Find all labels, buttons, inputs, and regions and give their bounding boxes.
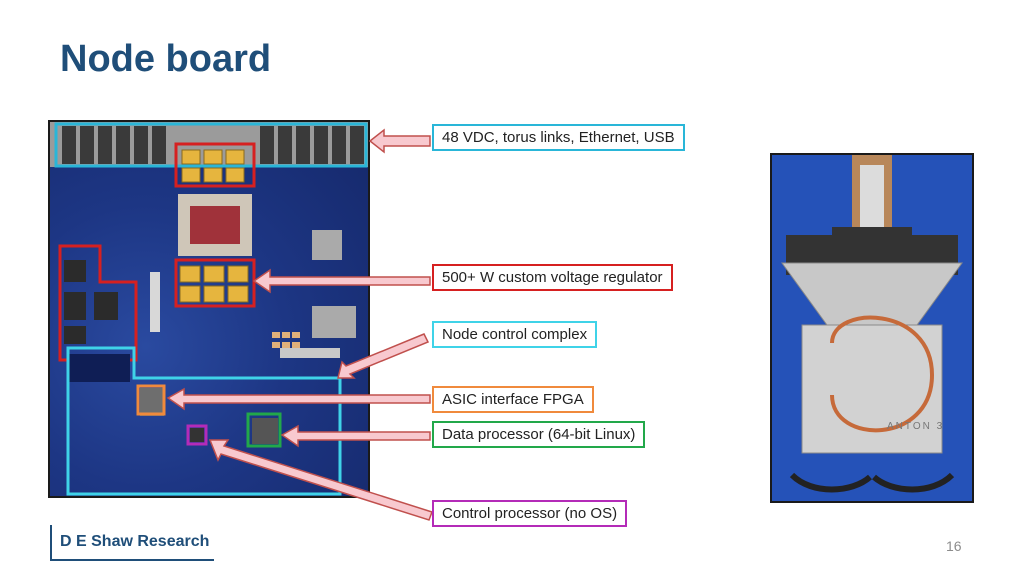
assembled-node-photo: ANTON 3 [770, 153, 974, 503]
callout-power-links: 48 VDC, torus links, Ethernet, USB [432, 124, 685, 151]
callout-node-control-complex: Node control complex [432, 321, 598, 348]
node-board-illustration [50, 122, 368, 496]
logo-underline [50, 559, 214, 561]
assembled-node-illustration: ANTON 3 [772, 155, 972, 501]
fpga-highlight [136, 384, 166, 416]
connector-blocks [62, 126, 364, 164]
resistor-bank [272, 332, 300, 348]
misc-components [150, 230, 356, 358]
left-regulator-parts [64, 260, 118, 344]
memory-module [68, 354, 130, 382]
node-board-photo [48, 120, 370, 498]
callout-asic-fpga: ASIC interface FPGA [432, 386, 594, 413]
control-processor-highlight [186, 424, 208, 446]
lower-regulator-highlight [174, 258, 256, 308]
deshaw-logo: D E Shaw Research [50, 525, 214, 561]
callout-data-processor: Data processor (64-bit Linux) [432, 421, 646, 448]
arrow-power [368, 128, 431, 154]
logo-text: D E Shaw Research [60, 533, 210, 550]
fpga-chip [140, 388, 164, 416]
page-number: 16 [946, 538, 962, 554]
torus-links-highlight [54, 122, 368, 168]
anton-engraving: ANTON 3 [887, 421, 944, 432]
asic-die [190, 206, 240, 244]
arrow-node-control [337, 333, 430, 379]
arrow-fpga [166, 387, 431, 411]
arrow-control-processor [208, 439, 433, 521]
left-regulator-highlight [58, 244, 138, 362]
logo-bar [50, 525, 52, 561]
arrow-data-processor [280, 424, 431, 448]
left-handle [789, 472, 872, 493]
arrow-regulator [252, 268, 431, 294]
callout-voltage-regulator: 500+ W custom voltage regulator [432, 264, 673, 291]
lower-inductors [179, 265, 249, 303]
upper-regulator-highlight [174, 142, 256, 188]
data-processor-highlight [246, 412, 282, 448]
upper-inductors [181, 149, 245, 183]
right-handle [872, 472, 955, 493]
data-processor-chip [252, 418, 278, 444]
callout-control-processor: Control processor (no OS) [432, 500, 628, 527]
coolant-pipe [830, 315, 935, 433]
slide-title: Node board [60, 38, 272, 80]
control-processor-chip [190, 428, 204, 442]
